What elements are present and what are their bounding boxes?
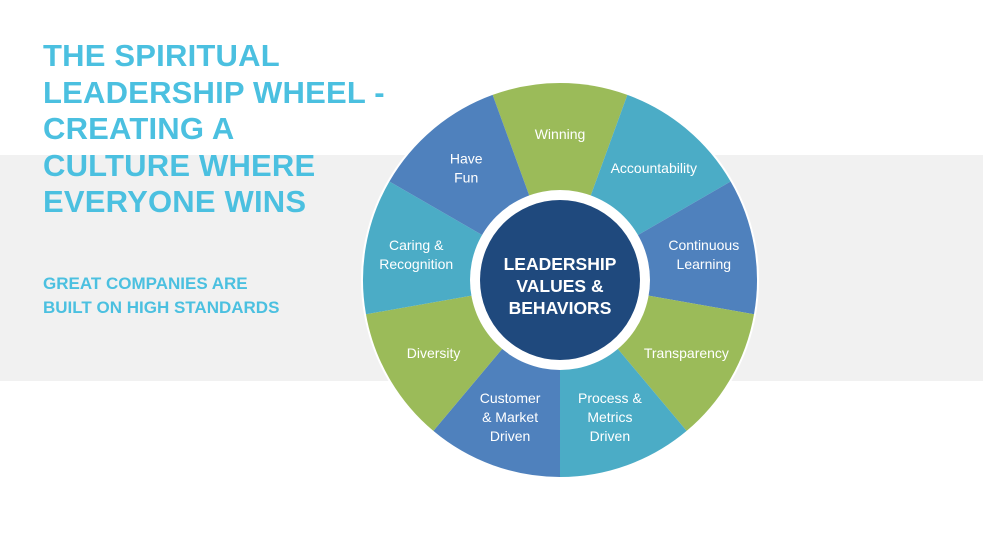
- segment-label-diversity: Diversity: [407, 345, 461, 361]
- title-line: LEADERSHIP WHEEL -: [43, 74, 385, 110]
- segment-label-continuous-learning: Continuous: [668, 237, 739, 253]
- center-label-line: BEHAVIORS: [509, 298, 612, 318]
- segment-label-have-fun: Fun: [454, 170, 478, 186]
- segment-label-accountability: Accountability: [611, 160, 697, 176]
- subtitle-line: GREAT COMPANIES ARE: [43, 274, 248, 293]
- segment-label-caring-recognition: Recognition: [379, 256, 453, 272]
- segment-label-transparency: Transparency: [644, 345, 729, 361]
- subtitle: GREAT COMPANIES ARE BUILT ON HIGH STANDA…: [43, 272, 363, 320]
- segment-label-continuous-learning: Learning: [677, 256, 732, 272]
- segment-label-have-fun: Have: [450, 151, 483, 167]
- title-line: CULTURE WHERE: [43, 147, 316, 183]
- segment-winning: [492, 82, 628, 280]
- segment-label-customer-market-driven: Customer: [480, 390, 541, 406]
- segment-label-process-metrics-driven: Metrics: [587, 409, 632, 425]
- subtitle-line: BUILT ON HIGH STANDARDS: [43, 298, 280, 317]
- title-line: CREATING A: [43, 111, 235, 146]
- title-line: EVERYONE WINS: [43, 184, 307, 219]
- page-title: THE SPIRITUAL LEADERSHIP WHEEL - CREATIN…: [43, 38, 443, 221]
- wheel-labels: WinningAccountabilityContinuousLearningT…: [379, 126, 739, 444]
- segment-label-process-metrics-driven: Process &: [578, 390, 642, 406]
- segment-label-caring-recognition: Caring &: [389, 237, 444, 253]
- segment-label-process-metrics-driven: Driven: [590, 428, 630, 444]
- segment-label-customer-market-driven: & Market: [482, 409, 538, 425]
- center-hub: [480, 200, 640, 360]
- center-label-line: LEADERSHIP: [504, 254, 617, 274]
- segment-label-customer-market-driven: Driven: [490, 428, 530, 444]
- segment-label-winning: Winning: [535, 126, 586, 142]
- title-line: THE SPIRITUAL: [43, 38, 280, 73]
- center-label-line: VALUES &: [516, 276, 604, 296]
